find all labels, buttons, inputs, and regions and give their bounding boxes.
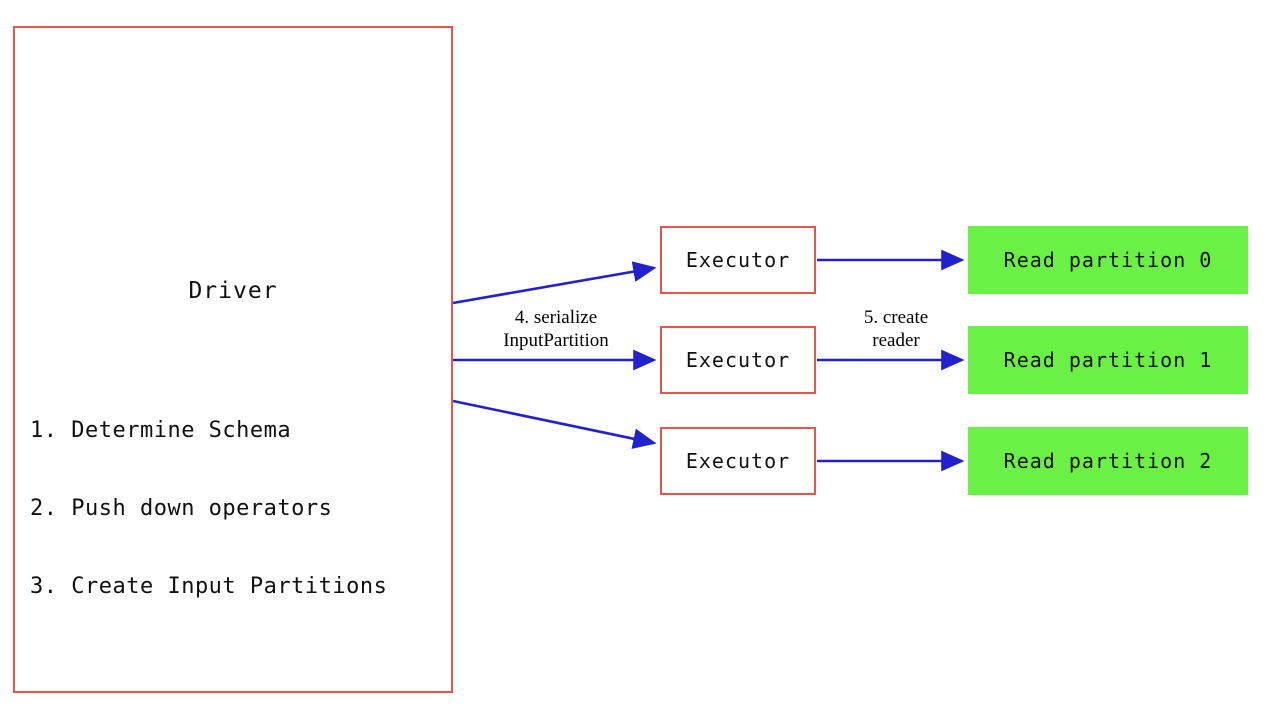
driver-box: Driver 1. Determine Schema 2. Push down … — [13, 26, 453, 693]
partition-box-2: Read partition 2 — [968, 427, 1248, 495]
executor-box-0: Executor — [660, 226, 816, 294]
partition-box-0: Read partition 0 — [968, 226, 1248, 294]
driver-step-3: 3. Create Input Partitions — [30, 574, 388, 599]
driver-step-2: 2. Push down operators — [30, 496, 333, 521]
edge-label-create-reader-line-2: reader — [872, 330, 920, 351]
driver-step-1: 1. Determine Schema — [30, 418, 292, 443]
edge-label-create-reader-line-1: 5. create — [863, 307, 929, 328]
edge-label-serialize-line-2: InputPartition — [503, 330, 609, 351]
executor-box-2: Executor — [660, 427, 816, 495]
partition-box-1: Read partition 1 — [968, 326, 1248, 394]
edge-label-create-reader: 5. create reader — [834, 306, 958, 352]
edge-driver-to-executor-2 — [452, 399, 657, 449]
edge-driver-to-executor-0 — [452, 261, 657, 305]
driver-title: Driver — [188, 278, 278, 304]
executor-box-1: Executor — [660, 326, 816, 394]
edge-label-serialize-line-1: 4. serialize — [514, 307, 598, 328]
edge-label-serialize: 4. serialize InputPartition — [468, 306, 644, 352]
driver-steps-list: 1. Determine Schema 2. Push down operato… — [30, 366, 387, 652]
